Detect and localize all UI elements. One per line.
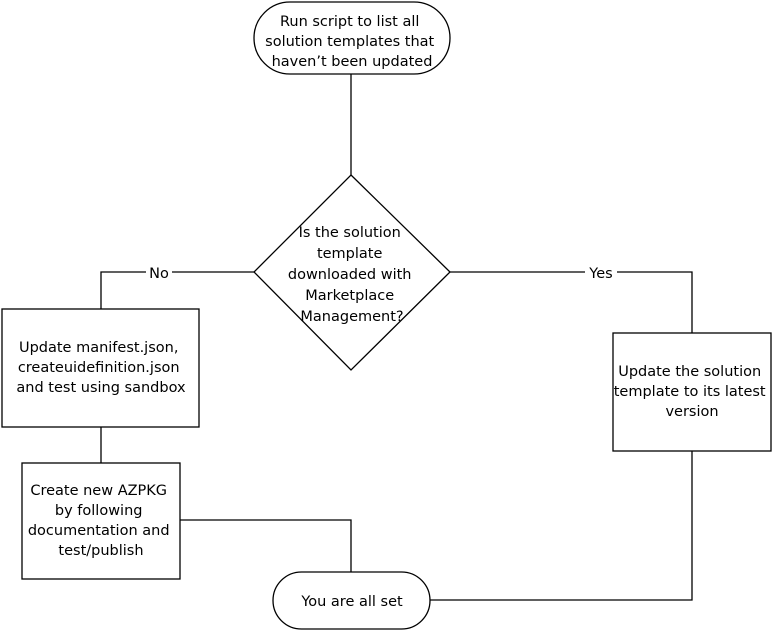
decision-node: Is the solution template downloaded with…	[253, 174, 451, 371]
edge-label-yes-text: Yes	[588, 266, 612, 282]
decision-node-line: Marketplace	[305, 288, 394, 304]
decision-node-text: Is the solution template downloaded with…	[288, 225, 416, 325]
update-manifest-node-line: createuidefinition.json	[18, 360, 180, 376]
update-template-node-shape	[612, 332, 772, 452]
update-template-node-line: template to its latest	[614, 384, 766, 400]
decision-node-line: Management?	[300, 309, 403, 325]
update-template-node-line: version	[665, 404, 718, 420]
start-node-line: Run script to list all	[280, 14, 419, 30]
start-node-text: Run script to list all solution template…	[265, 14, 439, 70]
end-node-line: You are all set	[300, 594, 403, 610]
create-azpkg-node-line: by following	[55, 503, 143, 519]
connector-decision-to-update-template	[450, 271, 693, 333]
end-node-text: You are all set	[300, 594, 403, 610]
create-azpkg-node-text: Create new AZPKG by following documentat…	[28, 483, 174, 559]
start-node-line: solution templates that	[265, 34, 434, 50]
decision-node-line: Is the solution	[299, 225, 401, 241]
update-template-node: Update the solution template to its late…	[612, 332, 772, 452]
decision-node-line: downloaded with	[288, 267, 412, 283]
end-node-shape	[272, 571, 431, 630]
update-template-node-line: Update the solution	[618, 364, 761, 380]
end-node: You are all set	[272, 571, 431, 630]
create-azpkg-node-line: test/publish	[58, 543, 143, 559]
start-node-shape	[253, 1, 451, 75]
update-manifest-node-line: and test using sandbox	[16, 380, 186, 396]
update-manifest-node-text: Update manifest.json, createuidefinition…	[16, 340, 186, 396]
connectors	[100, 74, 693, 601]
decision-node-shape	[253, 174, 451, 371]
decision-node-line: template	[317, 246, 383, 262]
edge-label-yes: Yes	[585, 264, 617, 282]
connector-update-template-to-end	[430, 451, 693, 601]
edge-label-no-text: No	[149, 266, 169, 282]
update-manifest-node-line: Update manifest.json,	[19, 340, 178, 356]
start-node: Run script to list all solution template…	[253, 1, 451, 75]
update-manifest-node-shape	[1, 308, 200, 428]
connector-decision-to-update-manifest	[100, 271, 254, 309]
create-azpkg-node-shape	[21, 462, 181, 580]
update-manifest-node: Update manifest.json, createuidefinition…	[1, 308, 200, 428]
start-node-line: haven’t been updated	[272, 54, 433, 70]
create-azpkg-node: Create new AZPKG by following documentat…	[21, 462, 181, 580]
edge-label-no: No	[146, 264, 172, 282]
connector-create-azpkg-to-end	[180, 519, 352, 572]
update-template-node-text: Update the solution template to its late…	[614, 364, 770, 420]
create-azpkg-node-line: Create new AZPKG	[30, 483, 167, 499]
create-azpkg-node-line: documentation and	[28, 523, 170, 539]
